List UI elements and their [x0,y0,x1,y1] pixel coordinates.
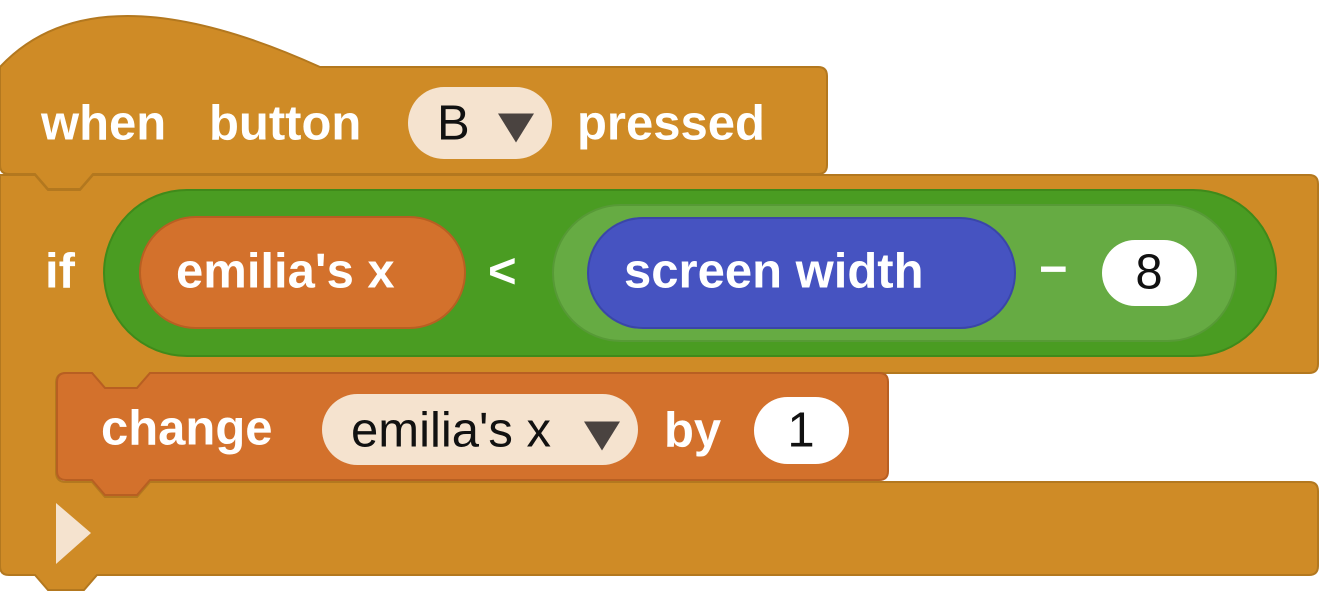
number-input-1-value[interactable]: 1 [787,403,815,458]
number-input-8[interactable] [1102,240,1197,306]
play-triangle-icon[interactable] [56,503,91,564]
minus-operator: − [1039,242,1068,297]
emilias-x-reporter-label: emilia's x [176,244,395,299]
screen-width-reporter[interactable] [587,217,1016,329]
screen-width-reporter-label: screen width [624,244,924,299]
less-than-operator: < [488,244,517,299]
emilias-x-reporter[interactable] [139,216,466,329]
when-label: when [41,96,167,151]
hat-block[interactable] [0,15,828,190]
number-input-1[interactable] [754,397,849,464]
dropdown-triangle-icon[interactable] [498,113,534,143]
if-label: if [45,244,75,299]
variable-dropdown-value[interactable]: emilia's x [351,403,551,458]
variable-dropdown[interactable] [322,394,638,465]
button-label: button [209,96,362,151]
by-label: by [664,403,722,458]
change-label: change [101,401,273,456]
button-dropdown-value[interactable]: B [437,96,470,151]
dropdown-triangle-icon[interactable] [584,421,620,451]
pressed-label: pressed [577,96,765,151]
number-input-8-value[interactable]: 8 [1135,245,1163,300]
